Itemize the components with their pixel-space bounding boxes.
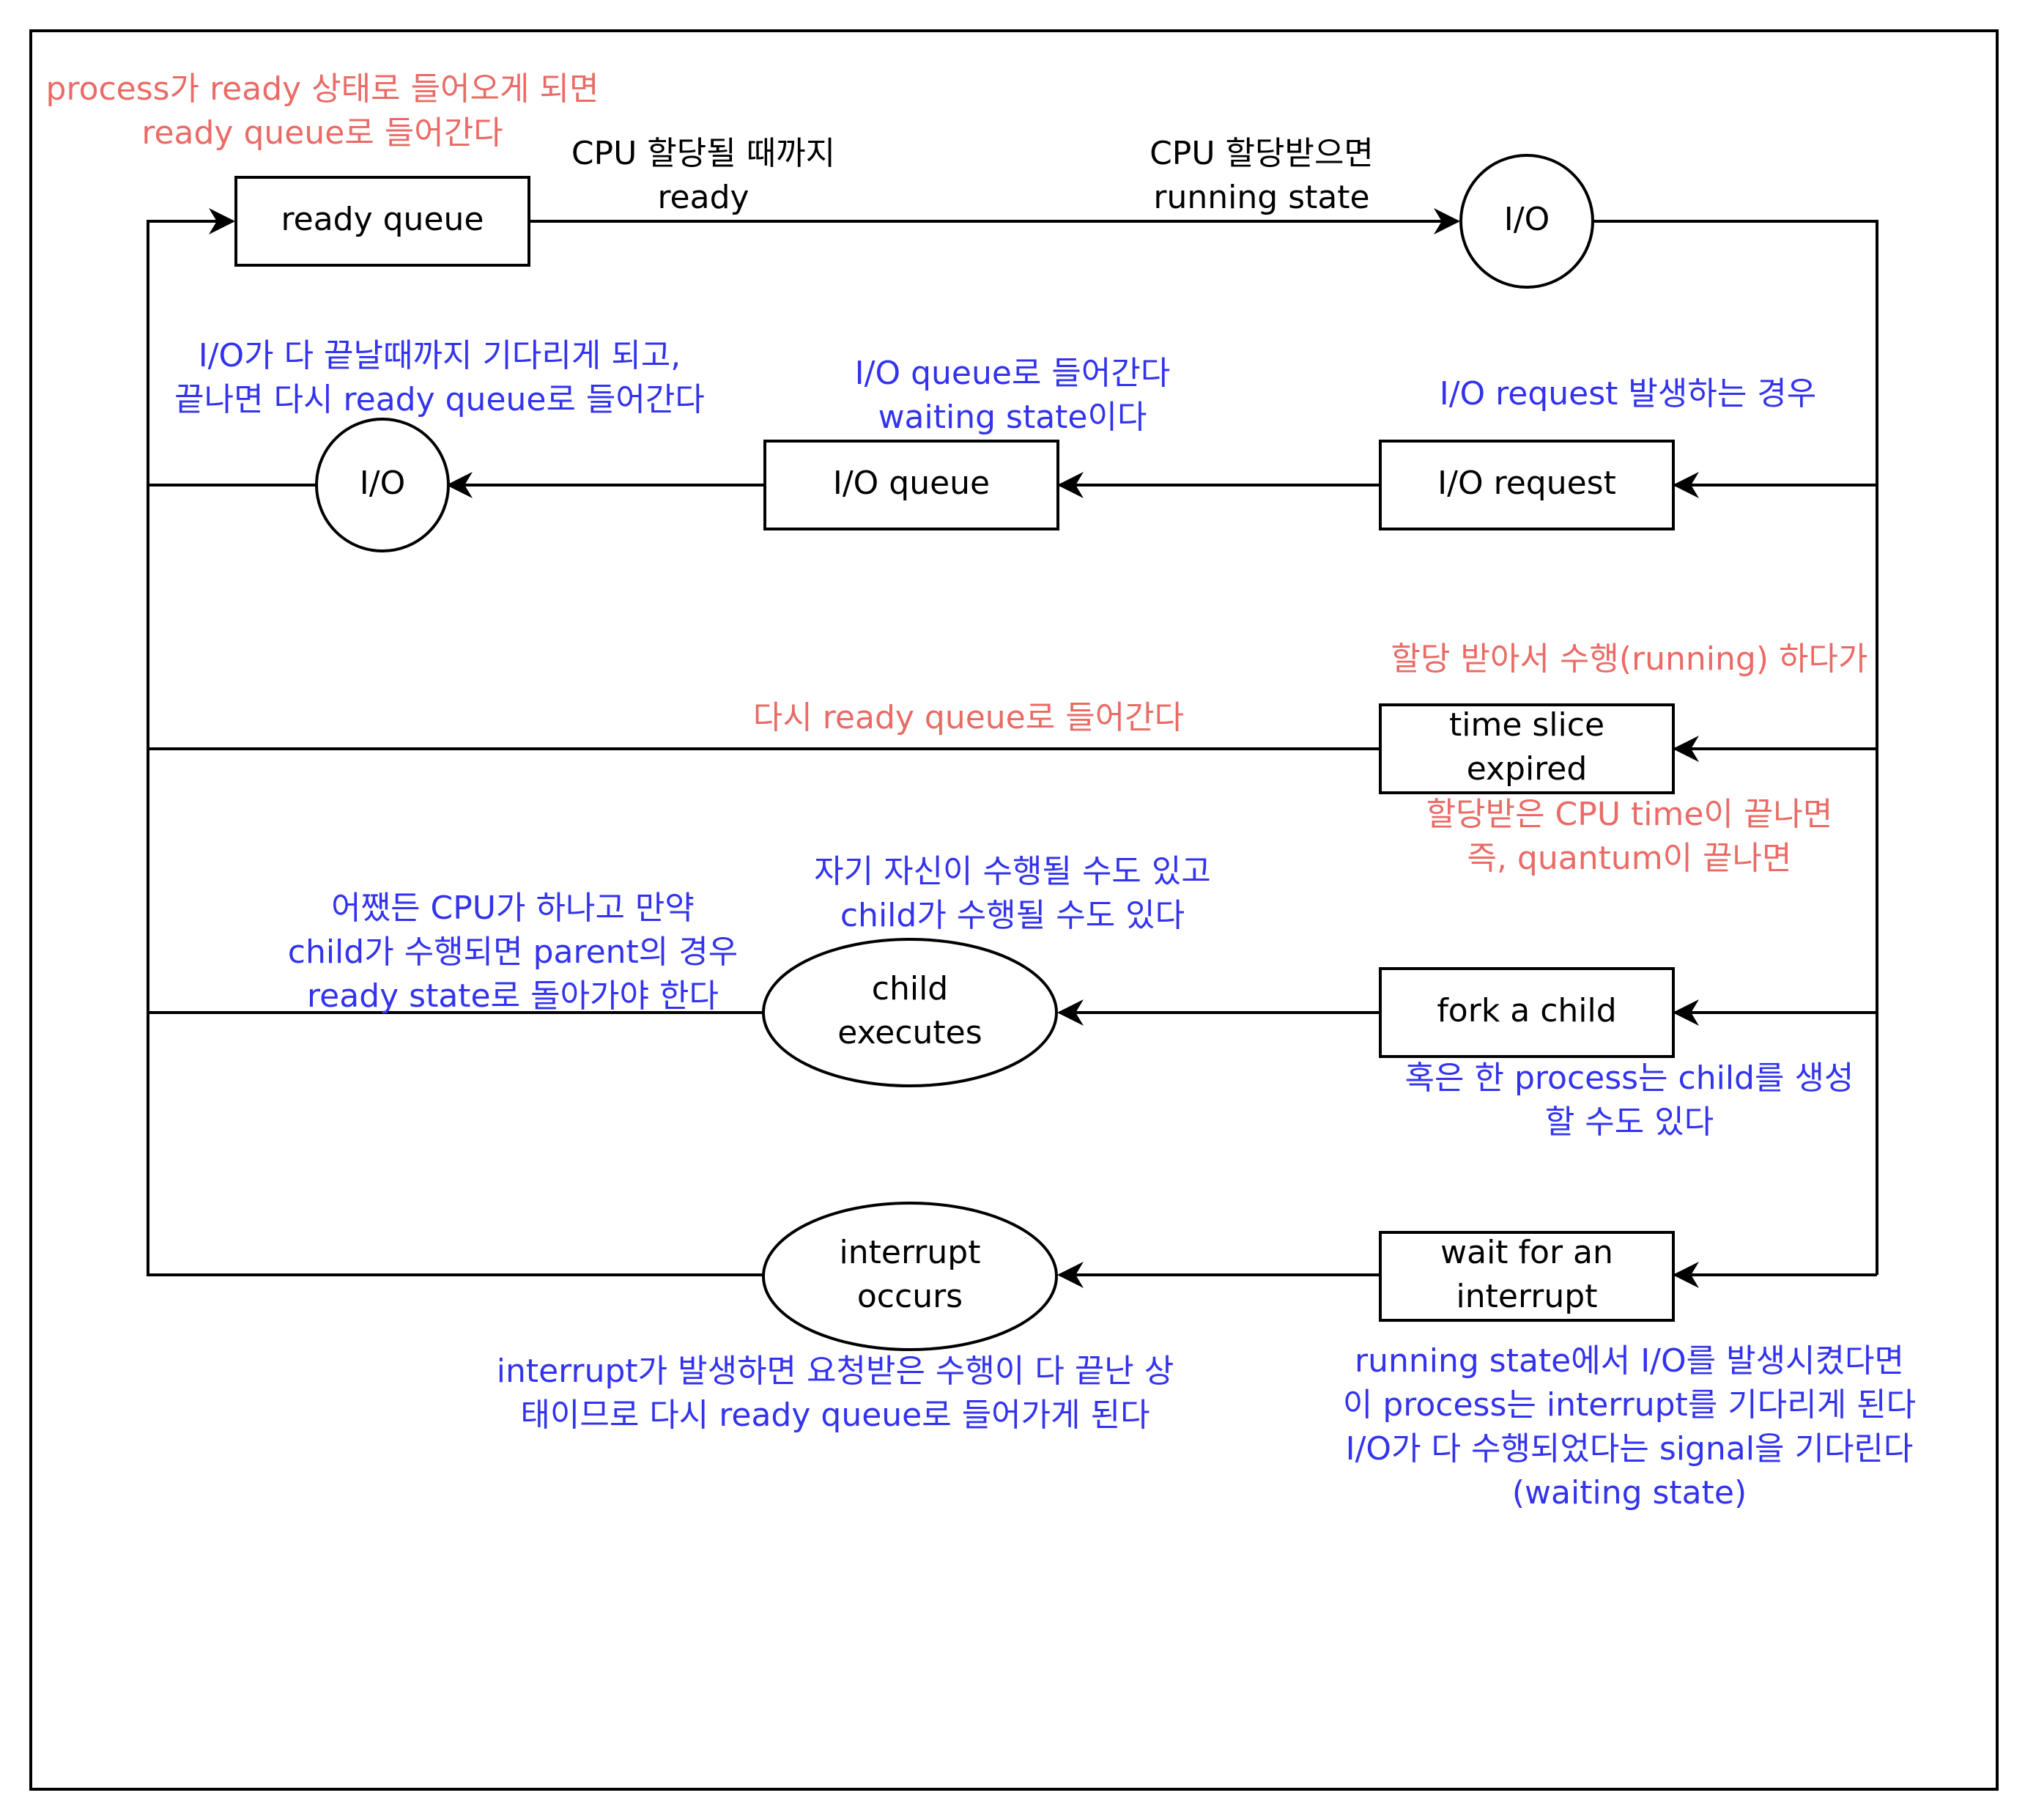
parent-line-1: 어쨌든 CPU가 하나고 만약: [331, 889, 695, 927]
quantum-line-1: 할당받은 CPU time이 끝나면: [1426, 796, 1833, 833]
child-executes-label-2: executes: [837, 1014, 982, 1051]
wait-annotation: running state에서 I/O를 발생시켰다면 이 process는 i…: [1343, 1342, 1916, 1512]
cpu-wait-line-2: ready: [657, 179, 749, 216]
io-queue-note-line-2: waiting state이다: [878, 399, 1147, 436]
io-request-annotation: I/O request 발생하는 경우: [1440, 375, 1817, 413]
wait-note-line-3: I/O가 다 수행되었다는 signal을 기다린다: [1346, 1430, 1914, 1468]
wait-note-line-2: 이 process는 interrupt를 기다리게 된다: [1343, 1386, 1916, 1424]
time-slice-label-1: time slice: [1449, 706, 1604, 744]
io-request-note-line-1: I/O request 발생하는 경우: [1440, 375, 1817, 413]
io-done-line-2: 끝나면 다시 ready queue로 들어간다: [174, 381, 705, 418]
parent-line-2: child가 수행되면 parent의 경우: [288, 933, 738, 971]
back-to-ready-annotation: 다시 ready queue로 들어간다: [753, 699, 1184, 736]
child-executes-node: child executes: [762, 938, 1058, 1087]
io-request-node: I/O request: [1379, 440, 1675, 530]
child-executes-label-1: child: [872, 970, 948, 1007]
interrupt-annotation: interrupt가 발생하면 요청받은 수행이 다 끝난 상 태이므로 다시 …: [497, 1353, 1174, 1434]
wait-interrupt-node: wait for an interrupt: [1379, 1231, 1675, 1322]
io-left-label: I/O: [360, 465, 405, 502]
ready-entry-line-1: process가 ready 상태로 들어오게 되면: [46, 70, 599, 108]
fork-note-line-1: 혹은 한 process는 child를 생성: [1405, 1059, 1854, 1097]
self-or-child-line-1: 자기 자신이 수행될 수도 있고: [814, 853, 1211, 890]
interrupt-occurs-node: interrupt occurs: [762, 1202, 1058, 1351]
parent-line-3: ready state로 돌아가야 한다: [307, 977, 719, 1015]
quantum-annotation: 할당받은 CPU time이 끝나면 즉, quantum이 끝나면: [1426, 796, 1833, 877]
interrupt-note-line-1: interrupt가 발생하면 요청받은 수행이 다 끝난 상: [497, 1353, 1174, 1390]
wait-interrupt-label-2: interrupt: [1456, 1278, 1598, 1315]
ready-entry-annotation: process가 ready 상태로 들어오게 되면 ready queue로 …: [46, 70, 599, 152]
interrupt-occurs-label-2: occurs: [857, 1278, 963, 1315]
running-annotation: 할당 받아서 수행(running) 하다가: [1391, 640, 1868, 678]
io-done-line-1: I/O가 다 끝날때까지 기다리게 되고,: [199, 337, 681, 374]
back-to-ready-line-1: 다시 ready queue로 들어간다: [753, 699, 1184, 736]
interrupt-note-line-2: 태이므로 다시 ready queue로 들어가게 된다: [520, 1397, 1150, 1434]
wait-interrupt-label-1: wait for an: [1440, 1234, 1613, 1271]
ready-entry-line-2: ready queue로 들어간다: [141, 114, 503, 152]
diagram-frame: [29, 29, 1999, 1791]
time-slice-label-2: expired: [1467, 750, 1588, 788]
io-done-annotation: I/O가 다 끝날때까지 기다리게 되고, 끝나면 다시 ready queue…: [174, 337, 705, 418]
cpu-assigned-line-1: CPU 할당받으면: [1150, 135, 1374, 172]
quantum-line-2: 즉, quantum이 끝나면: [1467, 840, 1791, 877]
parent-annotation: 어쨌든 CPU가 하나고 만약 child가 수행되면 parent의 경우 r…: [288, 889, 738, 1015]
fork-child-node: fork a child: [1379, 967, 1675, 1058]
io-queue-label: I/O queue: [833, 465, 990, 502]
io-queue-node: I/O queue: [763, 440, 1059, 530]
io-queue-annotation: I/O queue로 들어간다 waiting state이다: [855, 355, 1171, 436]
running-line-1: 할당 받아서 수행(running) 하다가: [1391, 640, 1868, 678]
self-or-child-annotation: 자기 자신이 수행될 수도 있고 child가 수행될 수도 있다: [814, 853, 1211, 934]
io-top-label: I/O: [1504, 201, 1550, 238]
fork-annotation: 혹은 한 process는 child를 생성 할 수도 있다: [1405, 1059, 1854, 1141]
self-or-child-line-2: child가 수행될 수도 있다: [840, 897, 1185, 934]
cpu-assigned-label: CPU 할당받으면 running state: [1150, 135, 1374, 216]
ready-queue-node: ready queue: [234, 176, 530, 267]
edge-right-bus: [1593, 220, 1878, 1275]
cpu-assigned-line-2: running state: [1153, 179, 1369, 216]
io-node-top: I/O: [1459, 154, 1594, 289]
cpu-wait-label: CPU 할당될 때까지 ready: [571, 135, 835, 216]
interrupt-occurs-label-1: interrupt: [840, 1234, 981, 1271]
fork-child-label: fork a child: [1437, 992, 1616, 1029]
io-node-left: I/O: [315, 418, 450, 552]
time-slice-node: time slice expired: [1379, 703, 1675, 794]
wait-note-line-1: running state에서 I/O를 발생시켰다면: [1355, 1342, 1904, 1380]
io-request-label: I/O request: [1437, 465, 1616, 502]
cpu-wait-line-1: CPU 할당될 때까지: [571, 135, 835, 172]
fork-note-line-2: 할 수도 있다: [1545, 1103, 1714, 1141]
io-queue-note-line-1: I/O queue로 들어간다: [855, 355, 1171, 392]
wait-note-line-4: (waiting state): [1512, 1474, 1747, 1512]
ready-queue-label: ready queue: [281, 201, 484, 238]
